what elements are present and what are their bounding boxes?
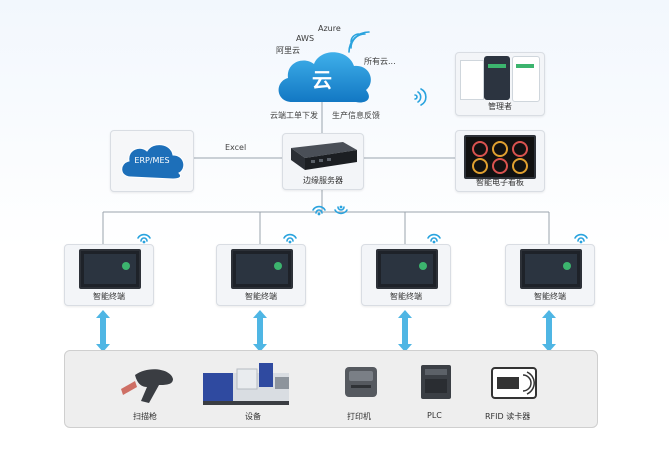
- provider-all: 所有云...: [364, 57, 396, 66]
- devices-panel: 扫描枪 设备 打印机 PLC: [64, 350, 598, 428]
- wifi-icon-cloud: [348, 31, 370, 53]
- cloud-label: 云: [312, 68, 332, 92]
- double-arrow-1: [96, 310, 110, 352]
- terminal-label: 智能终端: [534, 292, 566, 301]
- double-arrow-3: [398, 310, 412, 352]
- cloud-icon: [278, 52, 371, 103]
- wifi-icon-edge-2: [334, 206, 348, 215]
- terminal-3[interactable]: 智能终端: [361, 244, 451, 306]
- provider-aws: AWS: [296, 34, 315, 43]
- printer-icon[interactable]: [341, 361, 381, 403]
- electronic-board-node[interactable]: 智能电子看板: [455, 130, 545, 192]
- erp-cloud-icon: [121, 144, 185, 180]
- erp-label: ERP/MES: [134, 156, 170, 165]
- terminal-screen: [79, 249, 141, 289]
- terminal-label: 智能终端: [245, 292, 277, 301]
- manager-label: 管理者: [488, 102, 512, 111]
- machine-icon[interactable]: [201, 359, 291, 407]
- board-screen: [464, 135, 536, 179]
- wifi-icon-t2: [283, 233, 297, 242]
- link-down-label: 云端工单下发: [270, 111, 318, 120]
- manager-screens: [460, 56, 540, 102]
- device-label-machine: 设备: [245, 412, 261, 421]
- manager-node[interactable]: 管理者: [455, 52, 545, 116]
- link-excel-label: Excel: [225, 143, 247, 152]
- edge-server-label: 边缘服务器: [303, 176, 343, 185]
- device-label-plc: PLC: [427, 411, 442, 420]
- erp-node[interactable]: ERP/MES: [110, 130, 194, 192]
- wifi-icon-t3: [427, 233, 441, 242]
- provider-azure: Azure: [318, 24, 341, 33]
- server-icon: [291, 142, 357, 170]
- edge-server-node[interactable]: 边缘服务器: [282, 133, 364, 190]
- double-arrow-4: [542, 310, 556, 352]
- device-label-scanner: 扫描枪: [133, 412, 157, 421]
- link-up-label: 生产信息反馈: [332, 111, 380, 120]
- terminal-1[interactable]: 智能终端: [64, 244, 154, 306]
- double-arrow-2: [253, 310, 267, 352]
- wifi-icon-t1: [137, 233, 151, 242]
- terminal-4[interactable]: 智能终端: [505, 244, 595, 306]
- plc-icon[interactable]: [417, 361, 455, 403]
- terminal-label: 智能终端: [390, 292, 422, 301]
- wifi-icon-t4: [574, 233, 588, 242]
- terminal-screen: [231, 249, 293, 289]
- terminal-screen: [520, 249, 582, 289]
- provider-aliyun: 阿里云: [276, 46, 300, 55]
- rfid-icon[interactable]: [489, 365, 539, 401]
- terminal-screen: [376, 249, 438, 289]
- scanner-icon[interactable]: [115, 361, 179, 407]
- device-label-rfid: RFID 读卡器: [485, 412, 531, 421]
- terminal-2[interactable]: 智能终端: [216, 244, 306, 306]
- device-label-printer: 打印机: [347, 412, 371, 421]
- terminal-label: 智能终端: [93, 292, 125, 301]
- wifi-icon-manager: [414, 88, 427, 106]
- electronic-board-label: 智能电子看板: [476, 178, 524, 187]
- wifi-icon-edge-1: [312, 205, 326, 214]
